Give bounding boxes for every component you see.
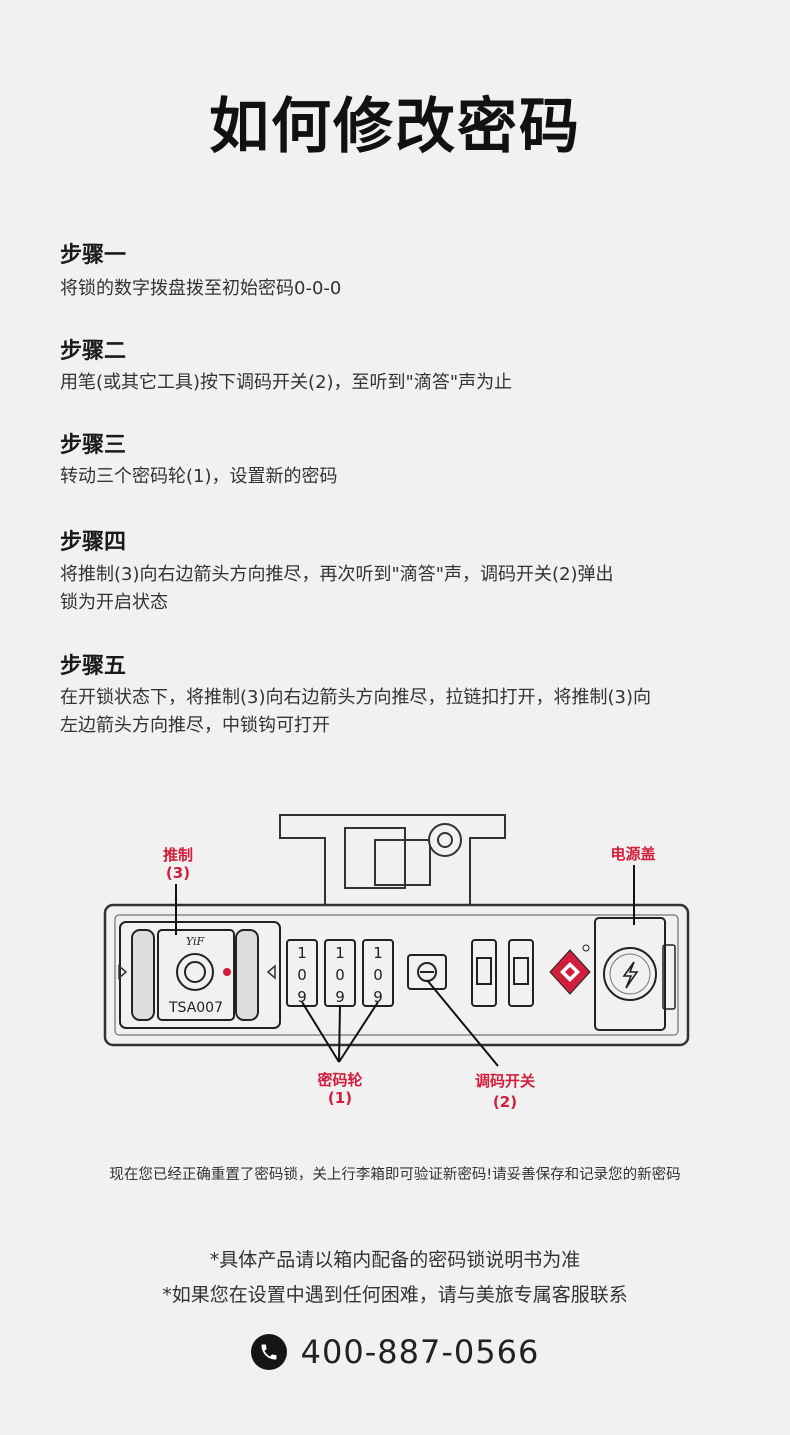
disclaimer-2: *如果您在设置中遇到任何困难，请与美旅专属客服联系 — [162, 1284, 628, 1306]
latch-slots — [471, 939, 534, 1007]
callout-lines — [175, 865, 635, 1067]
arrow-left-icon — [118, 964, 128, 980]
power-cover — [594, 917, 676, 1031]
lock-hook-frame — [279, 814, 506, 906]
label-push: 推制 — [163, 846, 193, 864]
reset-note: 现在您已经正确重置了密码锁，关上行李箱即可验证新密码!请妥善保存和记录您的新密码 — [109, 1167, 681, 1183]
step-5-desc: 在开锁状态下，将推制(3)向右边箭头方向推尽，拉链扣打开，将推制(3)向 左边箭… — [60, 684, 760, 740]
wheel-digit: 1 — [297, 944, 307, 962]
reset-switch — [407, 954, 447, 990]
tsa-diamond-icon — [549, 944, 591, 995]
phone-contact[interactable]: 400-887-0566 — [0, 1330, 790, 1374]
label-wheels-num: (1) — [328, 1089, 352, 1107]
phone-number[interactable]: 400-887-0566 — [300, 1333, 540, 1371]
step-2-title: 步骤二 — [60, 339, 127, 364]
model-label: TSA007 — [168, 1000, 223, 1016]
label-reset-switch: 调码开关 — [475, 1072, 535, 1090]
step-1-desc: 将锁的数字拨盘拨至初始密码0-0-0 — [60, 278, 342, 299]
wheel-digit: 0 — [335, 966, 345, 984]
wheel-digit: 1 — [335, 944, 345, 962]
step-4-desc-line: 锁为开启状态 — [60, 592, 168, 613]
wheel-digit: 9 — [297, 988, 307, 1006]
wheel-digit: 9 — [335, 988, 345, 1006]
label-wheels: 密码轮 — [317, 1071, 362, 1089]
lightning-icon — [622, 961, 639, 989]
combination-wheels: 1 0 9 1 0 9 1 0 9 — [286, 939, 394, 1007]
step-3-title: 步骤三 — [60, 433, 127, 458]
push-slider — [119, 921, 281, 1029]
wheel-digit: 0 — [297, 966, 307, 984]
step-3-desc: 转动三个密码轮(1)，设置新的密码 — [60, 466, 338, 487]
arrow-right-icon — [266, 964, 276, 980]
step-1-title: 步骤一 — [60, 243, 127, 268]
brand-logo: YiF — [186, 935, 205, 948]
step-2-desc: 用笔(或其它工具)按下调码开关(2)，至听到"滴答"声为止 — [60, 372, 513, 393]
label-push-num: (3) — [166, 864, 190, 882]
disclaimer-1: *具体产品请以箱内配备的密码锁说明书为准 — [209, 1249, 581, 1271]
step-5-desc-line: 左边箭头方向推尽，中锁钩可打开 — [60, 715, 330, 736]
step-4-desc: 将推制(3)向右边箭头方向推尽，再次听到"滴答"声，调码开关(2)弹出 锁为开启… — [60, 561, 760, 617]
label-reset-switch-num: (2) — [493, 1093, 517, 1111]
wheel-digit: 9 — [373, 988, 383, 1006]
step-4-title: 步骤四 — [60, 530, 127, 555]
wheel-digit: 1 — [373, 944, 383, 962]
step-4-desc-line: 将推制(3)向右边箭头方向推尽，再次听到"滴答"声，调码开关(2)弹出 — [60, 564, 614, 585]
wheel-digit: 0 — [373, 966, 383, 984]
step-5-desc-line: 在开锁状态下，将推制(3)向右边箭头方向推尽，拉链扣打开，将推制(3)向 — [60, 687, 651, 708]
label-power-cover: 电源盖 — [610, 845, 655, 863]
phone-icon — [250, 1334, 287, 1370]
lock-diagram: YiF TSA007 1 0 9 1 0 9 1 0 9 — [103, 814, 690, 1111]
indicator-dot — [223, 968, 231, 976]
step-5-title: 步骤五 — [60, 654, 127, 679]
page-title: 如何修改密码 — [209, 92, 581, 162]
